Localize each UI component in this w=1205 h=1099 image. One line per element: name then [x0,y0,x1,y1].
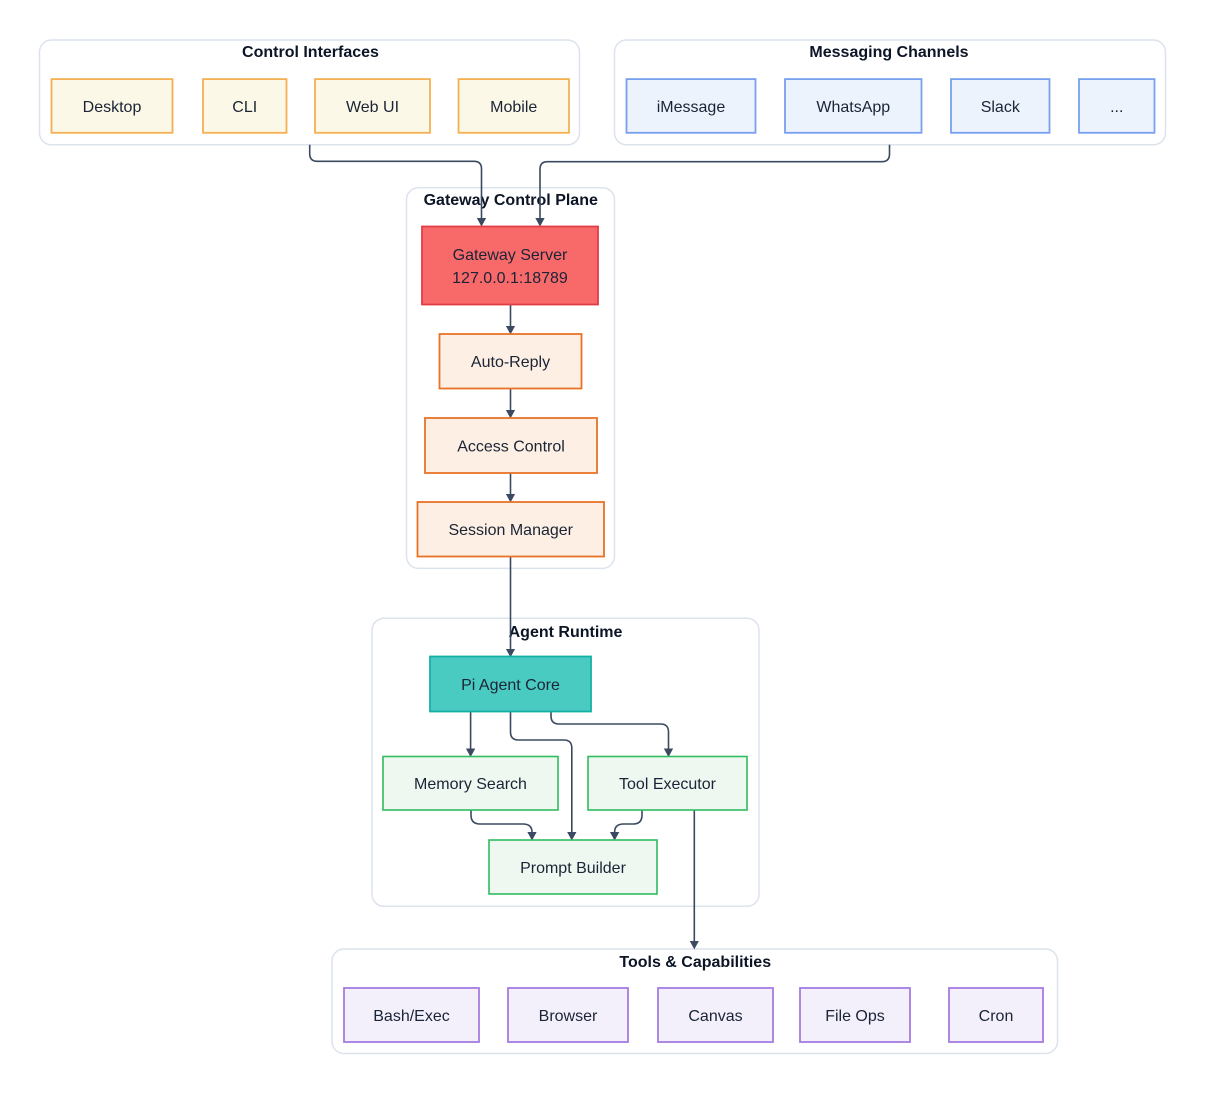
svg-text:WhatsApp: WhatsApp [816,99,890,116]
svg-text:Canvas: Canvas [688,1008,742,1025]
svg-text:Desktop: Desktop [83,99,142,116]
svg-text:Gateway Control Plane: Gateway Control Plane [424,192,598,209]
svg-text:Tool Executor: Tool Executor [619,776,717,793]
svg-text:Auto-Reply: Auto-Reply [471,354,550,371]
svg-text:Slack: Slack [981,99,1021,116]
svg-text:Mobile: Mobile [490,99,537,116]
svg-text:...: ... [1110,99,1123,116]
svg-text:Web UI: Web UI [346,99,399,116]
svg-text:CLI: CLI [232,99,257,116]
svg-text:Browser: Browser [539,1008,598,1025]
svg-text:iMessage: iMessage [657,99,726,116]
svg-text:File Ops: File Ops [825,1008,885,1025]
svg-text:Memory Search: Memory Search [414,776,527,793]
svg-text:Control Interfaces: Control Interfaces [242,44,379,61]
svg-text:Gateway Server: Gateway Server [453,247,568,264]
svg-text:Bash/Exec: Bash/Exec [373,1008,449,1025]
svg-text:Messaging Channels: Messaging Channels [809,44,968,61]
svg-text:Agent Runtime: Agent Runtime [509,624,623,641]
svg-text:Tools & Capabilities: Tools & Capabilities [619,954,771,971]
svg-text:127.0.0.1:18789: 127.0.0.1:18789 [452,270,568,287]
svg-text:Pi Agent Core: Pi Agent Core [461,677,560,694]
svg-text:Cron: Cron [979,1008,1014,1025]
svg-text:Prompt Builder: Prompt Builder [520,860,626,877]
svg-text:Session Manager: Session Manager [448,522,573,539]
svg-text:Access Control: Access Control [457,439,565,456]
